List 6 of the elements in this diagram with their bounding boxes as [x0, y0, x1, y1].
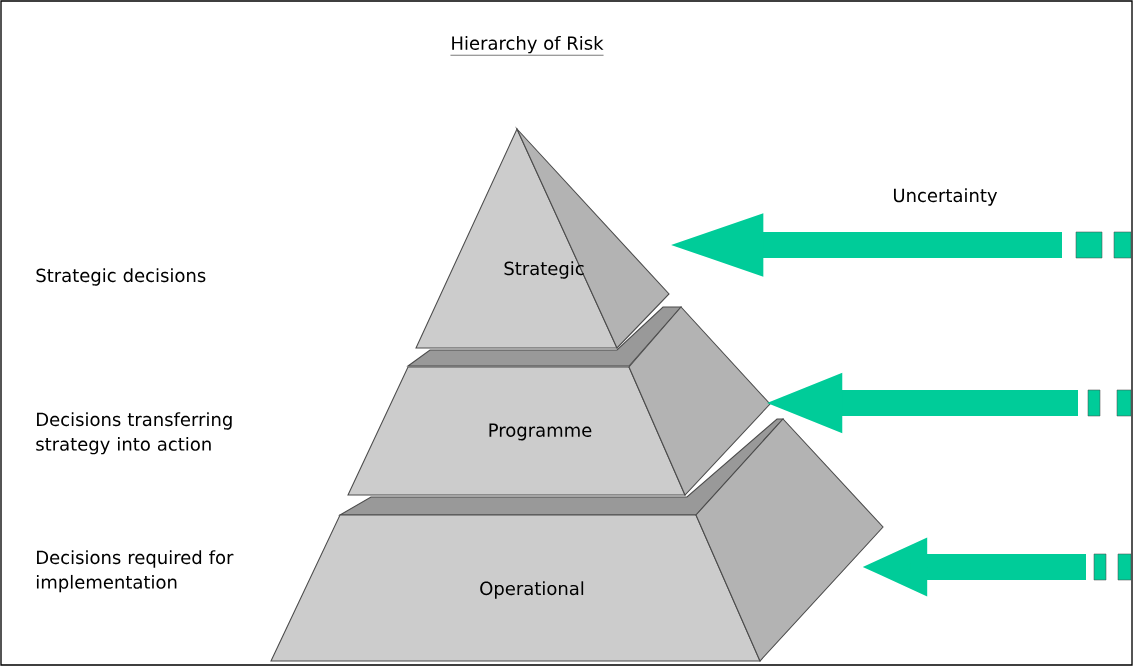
label: Decisions transferring strategy into action	[36, 412, 232, 455]
label: Uncertainty	[894, 188, 998, 206]
label: Decisions required for implementation	[36, 550, 234, 593]
label: Strategic decisions	[36, 268, 206, 286]
pyramid-tier: Programme	[347, 306, 771, 496]
title: Hierarchy of Risk	[450, 35, 604, 56]
